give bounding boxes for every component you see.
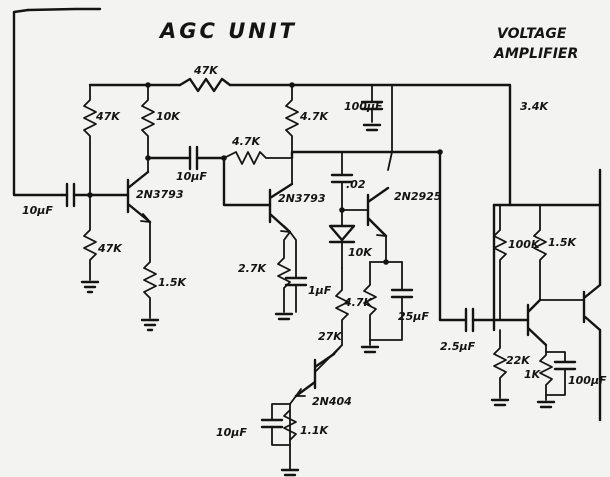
label-r-amp3: 22K: [506, 354, 531, 367]
ground-8: [536, 400, 556, 409]
junction-dot: [145, 155, 151, 161]
label-c-25: 25µF: [398, 310, 429, 323]
r-27k: [314, 267, 349, 373]
r-1k1: [283, 409, 297, 441]
label-r3-top: 4.7K: [299, 110, 329, 123]
ground-2: [140, 318, 160, 332]
c-10uf-wire-2: [271, 426, 291, 446]
r-amp-22k: [493, 329, 507, 399]
label-r-emit2: 2.7K: [238, 262, 267, 275]
diode: [328, 224, 356, 244]
label-r-emit1: 1.5K: [158, 276, 187, 289]
label-r-amp4: 1K: [524, 368, 542, 381]
label-c-out: 2.5µF: [440, 340, 476, 353]
q3-emitter-wire: [369, 235, 403, 263]
label-r-27k: 27K: [318, 330, 343, 343]
q3-transistor: [366, 186, 390, 238]
label-q4: 2N404: [312, 395, 352, 408]
label-r-4k7: 4.7K: [343, 296, 373, 309]
label-q3: 2N2925: [394, 190, 442, 203]
label-r1-bot: 47K: [97, 242, 123, 255]
junction-dot: [145, 82, 151, 88]
feedback-resistor: [178, 77, 232, 93]
q3-collector-wire: [387, 84, 393, 171]
top-supply-rail-right: [228, 83, 512, 207]
junction-dot: [221, 155, 227, 161]
junction-dot: [339, 207, 345, 213]
label-r-right-top: 3.4K: [520, 100, 549, 113]
label-r-feedback: 47K: [193, 64, 219, 77]
ground-1: [80, 280, 100, 294]
r3-top-resistor: [285, 84, 299, 185]
top-border-wire: [26, 7, 102, 12]
interstage-wire-2: [195, 156, 272, 207]
title-left: AGC UNIT: [158, 19, 297, 43]
q5-transistor: [526, 298, 548, 347]
c-amp: [553, 360, 577, 371]
c-10uf-wire: [271, 403, 291, 421]
c-25uf-wire-2: [369, 296, 403, 341]
r-amp-1k: [539, 344, 553, 401]
label-r1-top: 47K: [95, 110, 121, 123]
label-c-10uf: 10µF: [216, 426, 247, 439]
label-r-series: 4.7K: [231, 135, 261, 148]
q4-collector-wire: [333, 344, 343, 355]
ground-3: [274, 312, 294, 321]
label-r2-top: 10K: [156, 110, 181, 123]
c-amp-wire-2: [545, 368, 566, 396]
ground-5: [360, 345, 380, 354]
mid-bus-wire: [290, 150, 442, 322]
ground-6: [280, 468, 300, 477]
label-c-inter1: 10µF: [176, 170, 207, 183]
r-amp-1k5: [533, 204, 547, 301]
q4-transistor: [294, 352, 336, 398]
c-10uf: [260, 418, 284, 429]
series-resistor: [223, 151, 293, 165]
title-right-line1: VOLTAGE: [497, 26, 567, 42]
q1-emitter-resistor: [143, 221, 157, 319]
title-right-line2: AMPLIFIER: [493, 46, 578, 62]
junction-dot: [289, 82, 295, 88]
c-25uf: [390, 288, 414, 299]
label-q2: 2N3793: [278, 192, 326, 205]
r1-bottom-resistor: [83, 194, 97, 281]
q6-transistor: [582, 283, 602, 332]
label-c-input: 10µF: [22, 204, 53, 217]
r2-top-resistor: [141, 84, 155, 173]
label-c-emit2: 1µF: [308, 284, 332, 297]
label-r-amp1: 100K: [508, 238, 541, 251]
r1-top-resistor: [83, 84, 97, 196]
r-amp-100k: [493, 204, 507, 321]
label-c-top: 100µF: [344, 100, 383, 113]
junction-dot: [437, 149, 443, 155]
r-4k7-lower: [363, 261, 377, 346]
junction-dot: [87, 192, 93, 198]
ground-4: [362, 123, 382, 132]
label-q1: 2N3793: [136, 188, 184, 201]
c-amp-wire: [545, 351, 566, 363]
label-c-amp: 100µF: [568, 374, 607, 387]
ground-7: [490, 398, 510, 407]
q2-emitter-capacitor-wire: [289, 231, 297, 279]
label-r-diode: 10K: [348, 246, 373, 259]
q2-emitter-resistor: [277, 231, 291, 313]
label-r-1k: 1.1K: [300, 424, 329, 437]
junction-dot: [383, 259, 389, 265]
label-c-mid: .02: [346, 178, 366, 191]
label-r-amp2: 1.5K: [548, 236, 577, 249]
feedback-loop-wire: [12, 8, 64, 197]
